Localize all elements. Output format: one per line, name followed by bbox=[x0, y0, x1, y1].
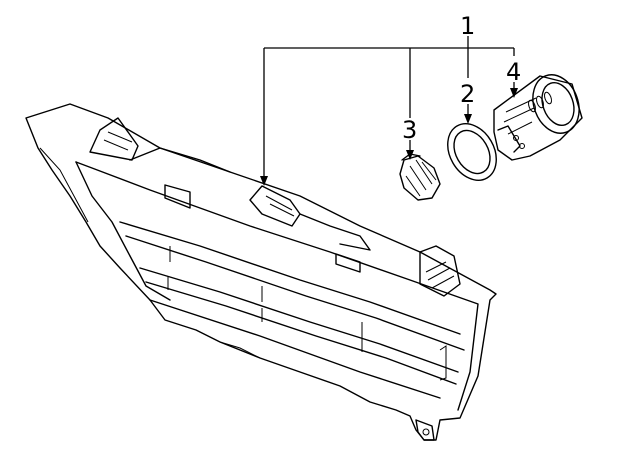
part-3-clip bbox=[399, 153, 441, 201]
callout-2: 2 bbox=[460, 80, 475, 108]
part-4-sensor-housing bbox=[493, 74, 583, 161]
callout-4: 4 bbox=[506, 58, 521, 86]
part-2-ring-seal bbox=[447, 123, 497, 181]
grille-assembly bbox=[25, 103, 497, 441]
callout-3: 3 bbox=[402, 116, 417, 144]
callout-1: 1 bbox=[460, 12, 475, 40]
callout-leaders bbox=[260, 36, 518, 186]
